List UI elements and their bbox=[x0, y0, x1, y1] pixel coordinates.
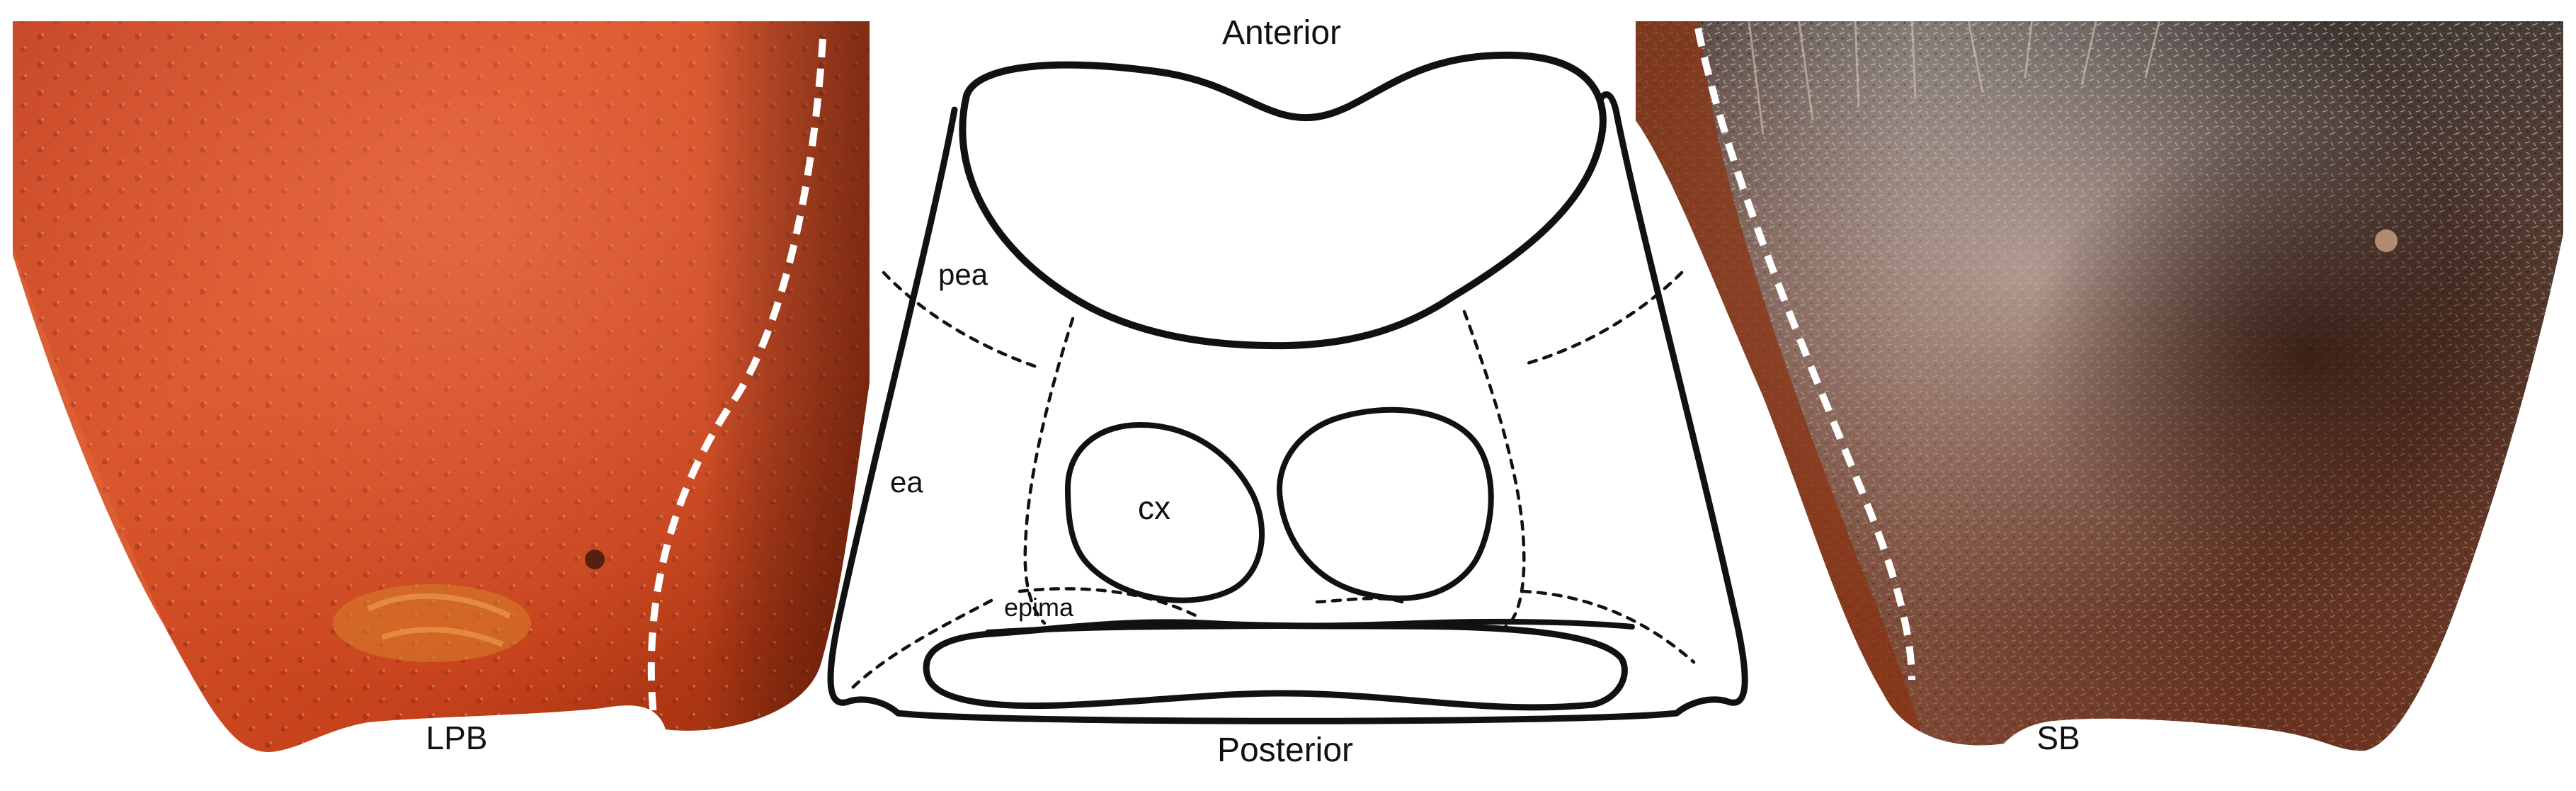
posterior-bar bbox=[923, 619, 1628, 711]
schematic-diagram: Anterior Posterior pea ea cx epima bbox=[827, 14, 1748, 769]
left-dashed-boundary bbox=[647, 38, 826, 730]
plate-outline bbox=[827, 91, 1748, 724]
left-coxal-cavity bbox=[1065, 422, 1265, 603]
right-photo-panel: SB bbox=[1636, 21, 2563, 756]
dashed-sutures bbox=[848, 271, 1696, 693]
pea-label: pea bbox=[938, 258, 988, 291]
epima-label: epima bbox=[1004, 593, 1074, 622]
cx-label: cx bbox=[1138, 489, 1170, 526]
left-specimen-image bbox=[13, 21, 870, 752]
anterior-lobe bbox=[959, 51, 1607, 350]
left-panel-label: LPB bbox=[426, 719, 488, 756]
right-dashed-boundary bbox=[1694, 28, 1915, 681]
ea-label: ea bbox=[890, 465, 923, 499]
posterior-label: Posterior bbox=[1217, 732, 1353, 769]
right-specimen-image bbox=[1636, 21, 2563, 751]
anterior-label: Anterior bbox=[1222, 14, 1341, 52]
posterior-bar-top-edge bbox=[985, 618, 1635, 635]
right-coxal-cavity bbox=[1276, 406, 1494, 601]
left-photo-panel: LPB bbox=[13, 21, 870, 756]
right-panel-label: SB bbox=[2036, 719, 2080, 756]
